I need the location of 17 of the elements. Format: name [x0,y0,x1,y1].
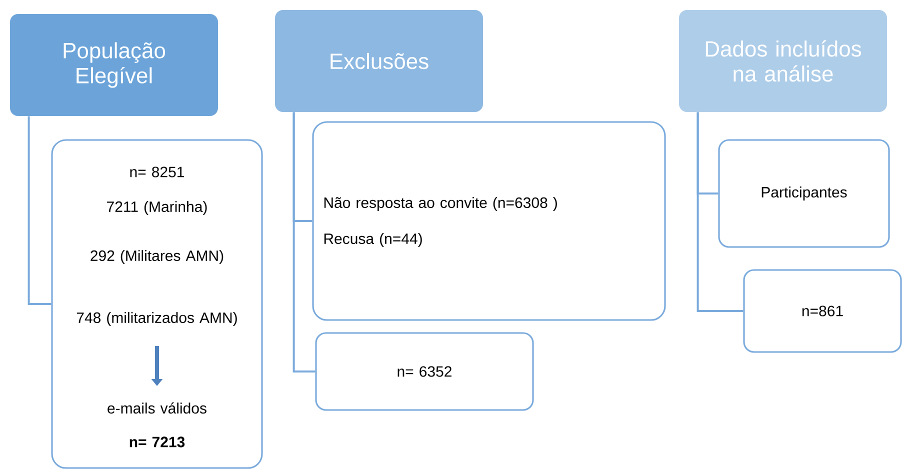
connector-line [292,112,316,372]
header-box: Exclusões [275,10,483,112]
header-box: Dados incluídos na análise [679,10,887,112]
content-box: Participantes [718,139,890,248]
content-box: n= 6352 [315,332,534,411]
box-text: 7211 (Marinha) [107,201,207,215]
header-box: População Elegível [10,14,218,116]
box-text: 748 (militarizados AMN) [76,312,237,326]
connector-line [696,112,744,312]
box-text: Recusa (n=44) [324,233,422,247]
box-text: n= 8251 [130,166,184,178]
content-box: n=861 [743,269,902,353]
box-text: e-mails válidos [108,402,206,414]
box-text: n= 7213 [130,436,185,448]
box-text: Não resposta ao convite (n=6308 ) [324,197,557,211]
box-text: 292 (Militares AMN) [90,250,224,264]
connector-line [28,116,52,305]
